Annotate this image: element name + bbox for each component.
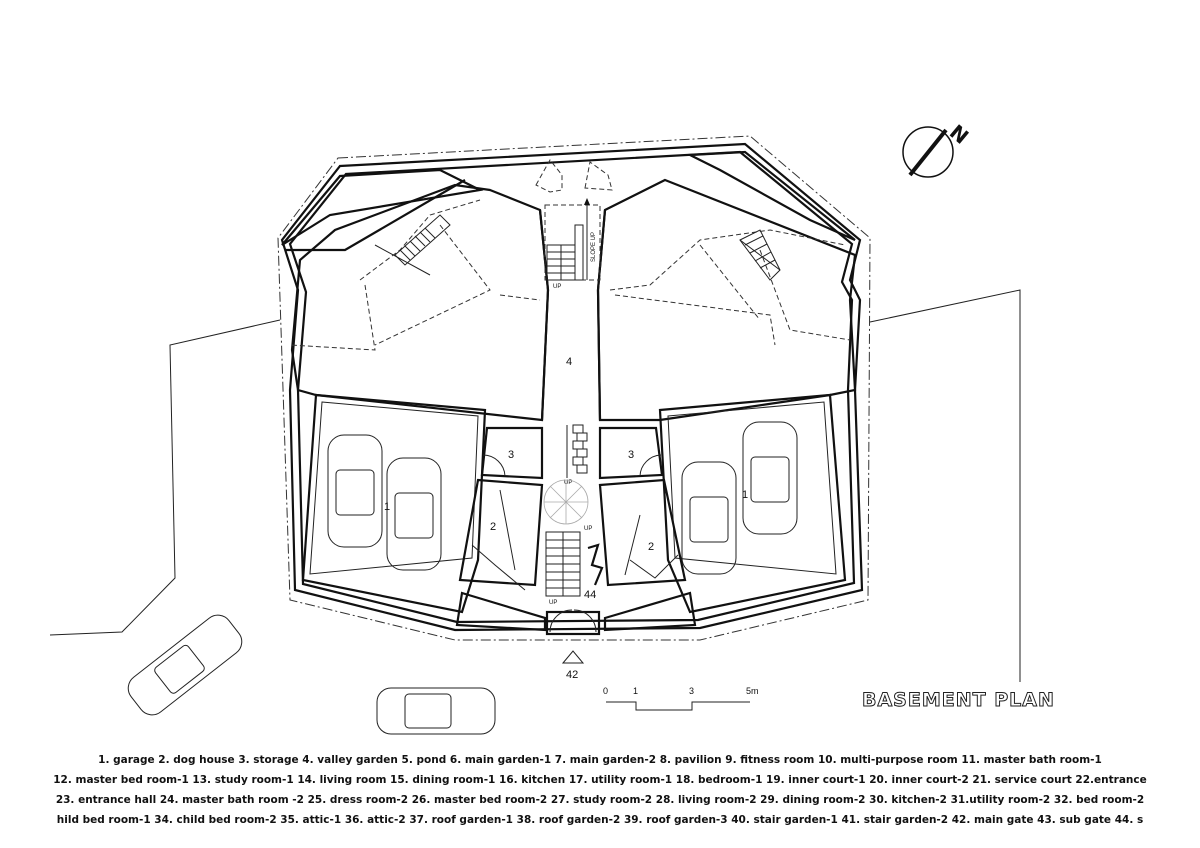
left-garden-walls [281, 168, 550, 422]
garage-left: 1 [301, 393, 487, 614]
up-label: UP [549, 600, 557, 606]
scale-bar: 0 1 3 5m [603, 686, 759, 711]
scale-tick: 0 [603, 686, 608, 696]
label-main-gate: 42 [566, 669, 578, 681]
label-garage: 1 [384, 501, 390, 513]
legend-line-3: 23. entrance hall 24. master bath room -… [55, 794, 1145, 806]
site-boundary [49, 289, 1021, 682]
planter-right [603, 591, 697, 632]
garage-right: 1 [658, 393, 847, 614]
top-dashed-structures [535, 159, 613, 193]
right-garden-stair [739, 229, 781, 281]
car-outside-horizontal [376, 687, 496, 735]
label-dog-house: 2 [490, 521, 496, 533]
label-garage: 1 [742, 489, 748, 501]
storage-left: 3 [480, 426, 544, 480]
north-arrow: N [902, 120, 973, 178]
stepping-stones [572, 424, 588, 474]
valley-garden: SLOPE UP UP 4 UP [538, 198, 607, 486]
dog-house-right: 2 [598, 478, 687, 587]
label-dog-house: 2 [648, 541, 654, 553]
car-icon [681, 461, 737, 575]
label-storage: 3 [508, 449, 514, 461]
scale-tick: 3 [689, 686, 694, 696]
car-icon [386, 457, 442, 571]
stair-to-top [546, 224, 584, 281]
left-garden-stair [394, 214, 451, 266]
legend-line-2: 12. master bed room-1 13. study room-1 1… [53, 774, 1147, 786]
dog-house-left: 2 [458, 478, 544, 591]
scale-tick: 1 [633, 686, 638, 696]
slope-up-label: SLOPE UP [591, 232, 597, 262]
central-stair: UP UP 44 [545, 526, 604, 606]
car-icon [327, 434, 383, 548]
scale-tick: 5m [746, 686, 759, 696]
gate-marker-triangle [561, 650, 585, 664]
legend-line-4: hild bed room-1 34. child bed room-2 35.… [56, 814, 1144, 826]
main-gate: 42 [545, 609, 601, 681]
car-icon [742, 421, 798, 535]
label-stair: 44 [584, 589, 596, 601]
label-valley-garden: 4 [566, 356, 572, 368]
storage-right: 3 [598, 426, 664, 480]
tree-symbol [543, 479, 589, 525]
property-line [277, 135, 871, 641]
drawing-title: BASEMENT PLAN [862, 689, 1055, 711]
up-label: UP [564, 480, 572, 486]
planter-left [455, 591, 547, 632]
legend-line-1: 1. garage 2. dog house 3. storage 4. val… [98, 754, 1102, 766]
up-label: UP [553, 284, 561, 290]
car-outside-diagonal [127, 614, 243, 716]
north-label: N [945, 120, 973, 149]
up-label: UP [584, 526, 592, 532]
label-storage: 3 [628, 449, 634, 461]
